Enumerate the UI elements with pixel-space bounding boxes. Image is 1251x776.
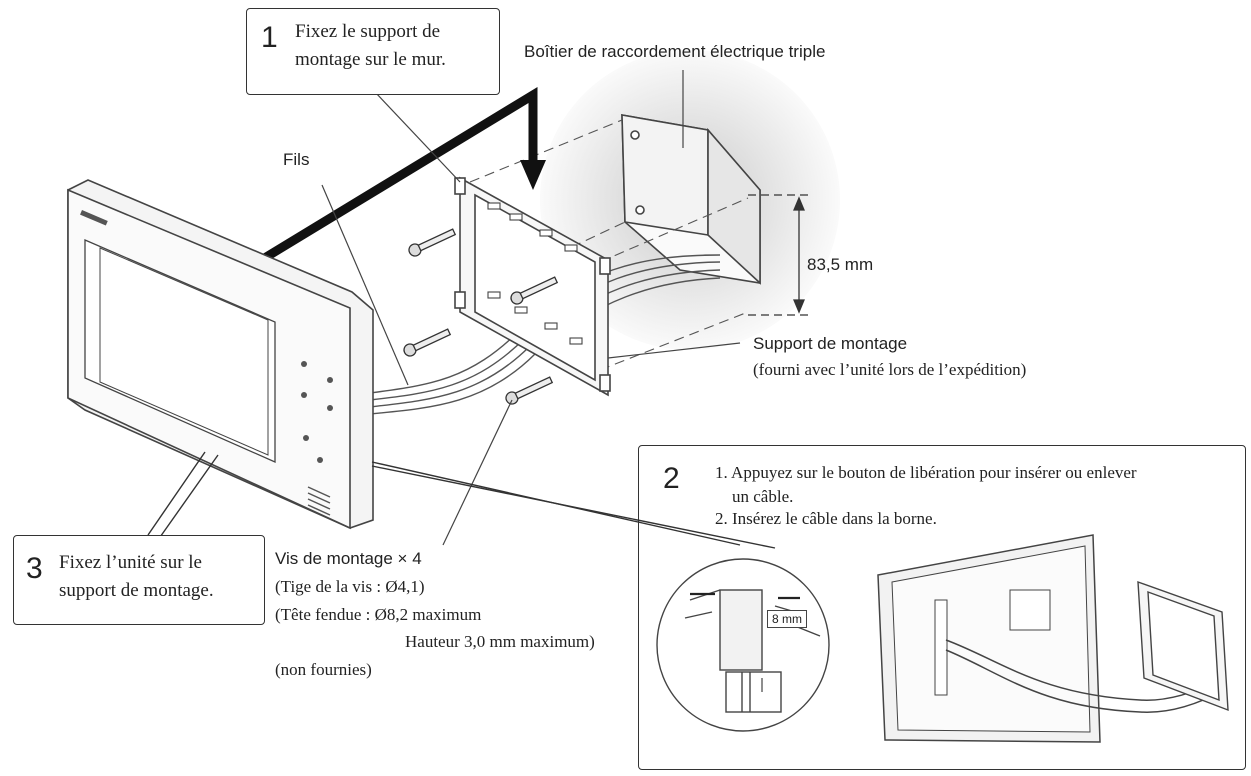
step3-line2: support de montage.: [59, 580, 214, 601]
step1-line2: montage sur le mur.: [295, 49, 446, 70]
step2-leaders: [371, 461, 776, 549]
monitor-unit: [67, 179, 374, 530]
screw-shaft-label: (Tige de la vis : Ø4,1): [275, 577, 425, 596]
step1-callout: 1 Fixez le support de montage sur le mur…: [246, 8, 500, 95]
unit-back-view: [877, 534, 1225, 743]
step1-number: 1: [261, 21, 278, 54]
not-supplied-label: (non fournies): [275, 660, 372, 679]
screws-label: Vis de montage × 4: [275, 549, 422, 568]
dimension-label: 83,5 mm: [807, 255, 874, 274]
bracket-small: [1137, 580, 1229, 712]
release-button-detail: [656, 558, 830, 732]
wires-leader: [321, 184, 409, 386]
step2-callout: 2 1. Appuyez sur le bouton de libération…: [638, 445, 1246, 770]
step2-number: 2: [663, 462, 680, 495]
electrical-box: [621, 114, 761, 285]
step2-instruction2: 2. Insérez le câble dans la borne.: [715, 509, 937, 528]
screws-leader: [442, 399, 513, 546]
wire-length-label: 8 mm: [767, 610, 807, 628]
wires-label: Fils: [283, 150, 310, 169]
dimension-marker: [748, 194, 810, 316]
step3-callout: 3 Fixez l’unité sur le support de montag…: [13, 535, 265, 625]
box-label: Boîtier de raccordement électrique tripl…: [524, 42, 826, 61]
step1-leader: [374, 91, 461, 183]
step2-instruction1-line2: un câble.: [732, 487, 794, 506]
step3-number: 3: [26, 552, 43, 585]
screw-icon: [403, 228, 559, 405]
step2-instruction1-line1: 1. Appuyez sur le bouton de libération p…: [715, 463, 1137, 482]
step3-leaders: [147, 451, 219, 541]
bracket-note: (fourni avec l’unité lors de l’expéditio…: [753, 360, 1027, 379]
screw-head-label: (Tête fendue : Ø8,2 maximum: [275, 605, 482, 624]
screw-height-label: Hauteur 3,0 mm maximum): [405, 632, 595, 651]
step1-line1: Fixez le support de: [295, 21, 441, 42]
bracket-leader: [607, 342, 741, 359]
bracket-label: Support de montage: [753, 334, 908, 353]
step3-line1: Fixez l’unité sur le: [59, 552, 202, 573]
arrow-down-icon: [255, 87, 546, 266]
